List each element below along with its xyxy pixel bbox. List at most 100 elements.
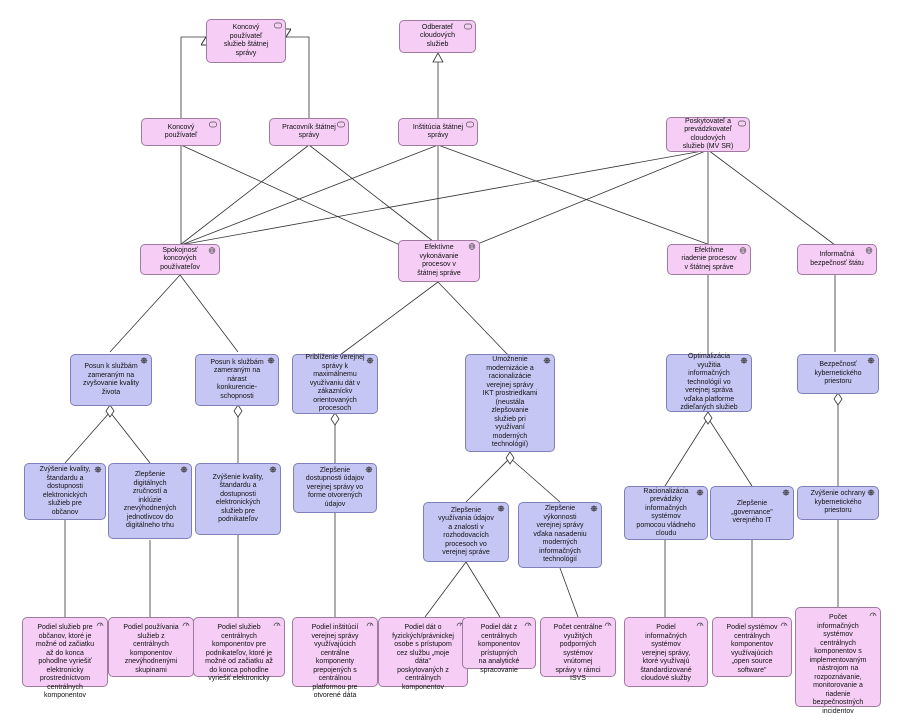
aggregation-line [465, 457, 511, 503]
node-label: Pracovník štátnej správy [282, 123, 336, 140]
node-label: Zvýšenie kvality, štandardu a dostupnost… [212, 473, 264, 524]
node-label: Podiel systémov centrálnych komponentov … [726, 624, 778, 674]
driver-data-approach[interactable]: Priblíženie verejnej správy k maximálnem… [292, 354, 378, 414]
node-label: Zvýšenie ochrany kybernetického priestor… [810, 490, 866, 515]
aggregation-diamond [505, 451, 515, 465]
node-label: Efektívne riadenie procesov v štátnej sp… [681, 246, 737, 271]
kpi-analytics-data[interactable]: Podiel dát z centrálnych komponentov prí… [462, 617, 536, 674]
driver-cyber-security[interactable]: Bezpečnosť kybernetického priestoru [797, 354, 879, 394]
stakeholder-worker[interactable]: Pracovník štátnej správy [269, 118, 349, 146]
gauge-icon [366, 622, 374, 627]
driver-governance[interactable]: Zlepšenie „governance" verejného IT [710, 486, 794, 540]
stakeholder-institution[interactable]: Inštitúcia štátnej správy [398, 118, 478, 146]
driver-optimization[interactable]: Optimalizácia využitia informačných tech… [666, 353, 752, 412]
stakeholder-icon [466, 121, 474, 128]
node-label: Spokojnosť koncových používateľov [160, 246, 200, 271]
influence-line [424, 561, 467, 618]
node-label: Podiel služieb pre občanov, ktoré je mož… [35, 624, 95, 699]
driver-icon [180, 466, 188, 473]
node-label: Odberateľ cloudových služieb [419, 23, 456, 48]
goal-satisfaction[interactable]: Spokojnosť koncových používateľov [140, 244, 220, 275]
node-label: Podiel dát z centrálnych komponentov prí… [477, 624, 521, 674]
node-label: Optimalizácia využitia informačných tech… [680, 353, 738, 412]
driver-icon [267, 357, 275, 364]
node-label: Podiel používania služieb z centrálnych … [123, 624, 179, 674]
specialization-line [286, 37, 310, 118]
driver-open-data[interactable]: Zlepšenie dostupnosti údajov verejnej sp… [293, 463, 377, 513]
kpi-open-data-institutions[interactable]: Podiel inštitúcií verejnej správy využív… [292, 617, 378, 699]
association-line [437, 144, 711, 246]
kpi-disadvantaged-usage[interactable]: Podiel používania služieb z centrálnych … [108, 617, 194, 677]
goal-effective-management[interactable]: Efektívne riadenie procesov v štátnej sp… [667, 244, 751, 275]
specialization-arrowhead [432, 52, 444, 63]
driver-quality-of-life[interactable]: Posun k službám zameraným na zvyšovanie … [70, 354, 152, 406]
stakeholder-end-user[interactable]: Koncový používateľ [141, 118, 221, 146]
node-label: Koncový používateľ služieb štátnej správ… [223, 24, 269, 57]
node-label: Posun k službám zameraným na nárast konk… [210, 358, 264, 400]
node-label: Inštitúcia štátnej správy [412, 123, 464, 140]
kpi-business-services[interactable]: Podiel služieb centrálnych komponentov p… [193, 617, 285, 682]
kpi-security-incidents[interactable]: Počet informačných systémov centrálnych … [795, 607, 881, 715]
goal-icon [468, 243, 476, 250]
gauge-icon [780, 622, 788, 627]
driver-competitiveness[interactable]: Posun k službám zameraným na nárast konk… [195, 354, 279, 406]
aggregation-diamond [833, 392, 843, 406]
goal-security[interactable]: Informačná bezpečnosť štátu [797, 244, 877, 275]
aggregation-line [109, 411, 151, 464]
kpi-open-source[interactable]: Podiel systémov centrálnych komponentov … [712, 617, 792, 677]
aggregation-line [707, 417, 753, 487]
node-label: Zlepšenie digitálnych zručností a inklúz… [123, 471, 177, 530]
driver-performance[interactable]: Zlepšenie výkonnosti verejnej správy vďa… [518, 502, 602, 568]
driver-rationalization[interactable]: Racionalizácia prevádzky informačných sy… [624, 486, 708, 540]
driver-modernization[interactable]: Umožnenie modernizácie a racionalizácie … [465, 354, 555, 452]
driver-icon [867, 489, 875, 496]
node-label: Podiel informačných systémov verejnej sp… [640, 624, 692, 682]
node-label: Racionalizácia prevádzky informačných sy… [636, 487, 696, 538]
association-line [179, 149, 709, 246]
stakeholder-icon [738, 120, 746, 127]
association-line [707, 149, 836, 246]
stakeholder-icon [464, 23, 472, 30]
kpi-citizen-services[interactable]: Podiel služieb pre občanov, ktoré je mož… [22, 617, 108, 699]
stakeholder-cloud-consumer[interactable]: Odberateľ cloudových služieb [399, 20, 476, 53]
influence-line [465, 561, 501, 618]
driver-digital-skills[interactable]: Zlepšenie digitálnych zručností a inklúz… [108, 463, 192, 539]
kpi-cloud-usage[interactable]: Podiel informačných systémov verejnej sp… [624, 617, 708, 687]
association-line [308, 144, 439, 246]
stakeholder-end-user-all[interactable]: Koncový používateľ služieb štátnej správ… [206, 19, 286, 63]
node-label: Poskytovateľ a prevádzkovateľ cloudových… [682, 117, 734, 151]
association-line [180, 144, 439, 246]
stakeholder-icon [337, 121, 345, 128]
kpi-my-data[interactable]: Podiel dát o fyzických/právnickej osobe … [378, 617, 468, 691]
aggregation-diamond [703, 411, 713, 425]
driver-quality-business[interactable]: Zvýšenie kvality, štandardu a dostupnost… [195, 463, 281, 535]
node-label: Informačná bezpečnosť štátu [810, 251, 864, 267]
gauge-icon [604, 622, 612, 627]
driver-icon [94, 466, 102, 473]
node-label: Počet informačných systémov centrálnych … [809, 614, 867, 715]
aggregation-diamond [330, 412, 340, 426]
aggregation-line [509, 457, 561, 503]
driver-icon [782, 489, 790, 496]
node-label: Počet centrálne využitých podporných sys… [553, 624, 603, 682]
gauge-icon [524, 622, 532, 627]
driver-cyber-protection[interactable]: Zvýšenie ochrany kybernetického priestor… [797, 486, 879, 520]
driver-data-use[interactable]: Zlepšenie využívania údajov a znalostí v… [423, 502, 509, 562]
driver-quality-citizens[interactable]: Zvýšenie kvality, štandardu a dostupnost… [24, 463, 106, 520]
driver-icon [365, 466, 373, 473]
stakeholder-icon [209, 121, 217, 128]
goal-icon [865, 247, 873, 254]
node-label: Posun k službám zameraným na zvyšovanie … [82, 363, 140, 396]
driver-icon [497, 505, 505, 512]
goal-effective-execution[interactable]: Efektívne vykonávanie procesov v štátnej… [398, 240, 480, 282]
driver-icon [140, 357, 148, 364]
aggregation-diamond [105, 404, 115, 418]
association-line [180, 144, 401, 246]
node-label: Podiel služieb centrálnych komponentov p… [205, 624, 273, 682]
kpi-support-systems[interactable]: Počet centrálne využitých podporných sys… [540, 617, 616, 682]
driver-icon [590, 505, 598, 512]
gauge-icon [273, 622, 281, 627]
node-label: Zlepšenie využívania údajov a znalostí v… [438, 506, 494, 557]
stakeholder-provider[interactable]: Poskytovateľ a prevádzkovateľ cloudových… [666, 117, 750, 152]
